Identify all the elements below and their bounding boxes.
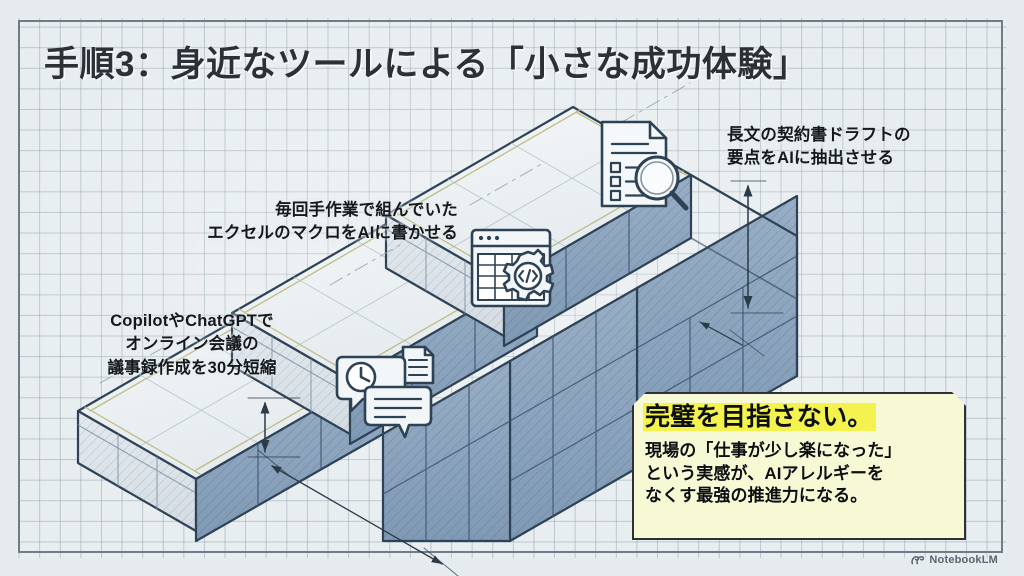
callout-body-line2: という実感が、AIアレルギーを <box>645 463 885 483</box>
annotation-step3-line1: 長文の契約書ドラフトの <box>727 126 911 144</box>
annotation-step1-line1: CopilotやChatGPTで <box>110 312 274 330</box>
callout-body-line1: 現場の「仕事が少し楽になった」 <box>645 441 902 460</box>
page-title: 手順3：身近なツールによる「小さな成功体験」 <box>44 45 809 84</box>
callout-body: 現場の「仕事が少し楽になった」 という実感が、AIアレルギーを なくす最強の推進… <box>645 440 954 508</box>
callout-headline: 完璧を目指さない。 <box>645 403 873 431</box>
callout-content: 完璧を目指さない。 現場の「仕事が少し楽になった」 という実感が、AIアレルギー… <box>632 392 966 540</box>
annotation-step3: 長文の契約書ドラフトの 要点をAIに抽出させる <box>727 124 911 171</box>
notebooklm-logo-icon <box>911 555 925 564</box>
notebooklm-watermark: NotebookLM <box>911 554 998 566</box>
callout-body-line3: なくす最強の推進力になる。 <box>645 486 868 506</box>
annotation-step3-line2: 要点をAIに抽出させる <box>727 149 895 168</box>
annotation-step1-line2: オンライン会議の <box>125 335 259 354</box>
annotation-step2-line1: 毎回手作業で組んでいた <box>275 201 458 219</box>
annotation-step2: 毎回手作業で組んでいた エクセルのマクロをAIに書かせる <box>128 199 458 246</box>
annotation-step1-line3: 議事録作成を30分短縮 <box>107 358 277 377</box>
watermark-label: NotebookLM <box>929 554 998 566</box>
annotation-step1: CopilotやChatGPTで オンライン会議の 議事録作成を30分短縮 <box>68 310 316 380</box>
annotation-step2-line2: エクセルのマクロをAIに書かせる <box>207 224 458 243</box>
